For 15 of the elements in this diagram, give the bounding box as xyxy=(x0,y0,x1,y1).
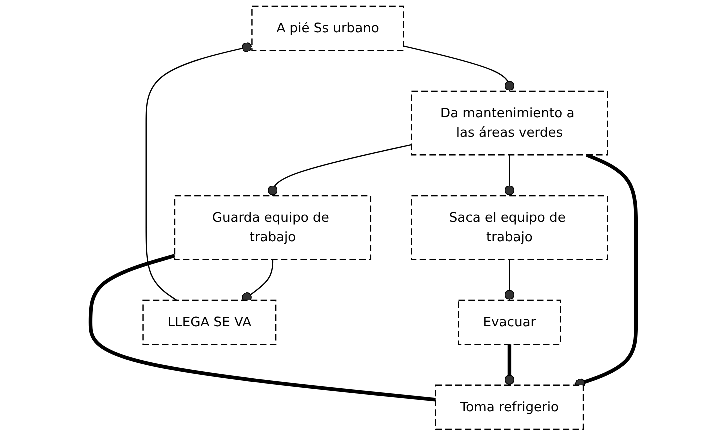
connector xyxy=(574,153,638,389)
node-box: Toma refrigerio xyxy=(435,384,584,430)
node-box: Da mantenimiento a las áreas verdes xyxy=(411,90,608,156)
connector xyxy=(504,344,515,386)
connector xyxy=(268,144,412,196)
node-box: A pié Ss urbano xyxy=(252,6,404,52)
node-box: LLEGA SE VA xyxy=(142,300,277,346)
connector xyxy=(504,260,515,300)
node-box: Evacuar xyxy=(458,300,562,346)
node-box: Guarda equipo de trabajo xyxy=(174,195,372,260)
connector xyxy=(88,254,436,402)
connector xyxy=(504,155,515,196)
connector xyxy=(404,46,515,92)
node-box: Saca el equipo de trabajo xyxy=(411,195,608,260)
connector xyxy=(146,42,252,301)
